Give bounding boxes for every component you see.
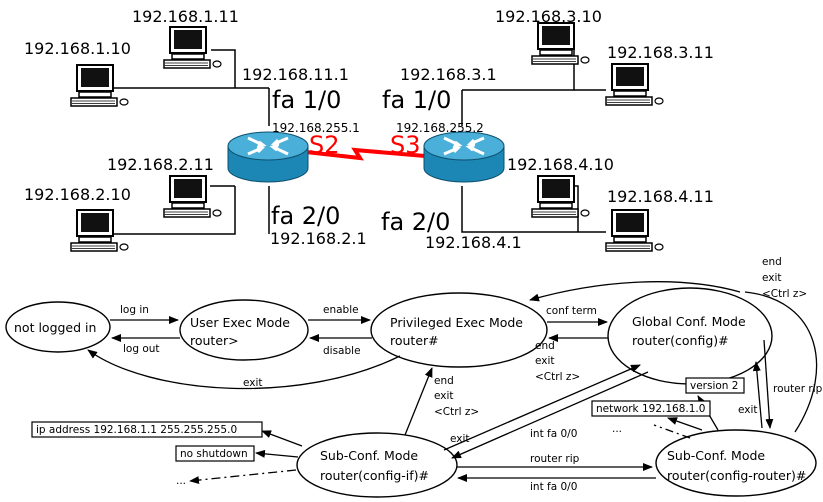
state-privileged-exec xyxy=(370,292,548,368)
interface-ip: 192.168.4.1 xyxy=(425,233,522,252)
transition-label: int fa 0/0 xyxy=(530,428,577,440)
host-ip: 192.168.2.10 xyxy=(24,185,131,204)
command-arrow xyxy=(189,469,297,485)
transition-label: log out xyxy=(123,343,160,355)
command-text: ... xyxy=(612,423,622,435)
command-text: no shutdown xyxy=(180,448,248,460)
interface-label: fa 1/0 xyxy=(382,86,451,114)
command-arrow xyxy=(653,424,691,439)
state-sub-conf-router xyxy=(655,429,817,497)
command-text: ip address 192.168.1.1 255.255.255.0 xyxy=(36,424,237,436)
host-ip: 192.168.2.11 xyxy=(107,155,214,174)
command-box xyxy=(31,421,263,438)
pc-icon xyxy=(531,175,590,218)
state-label: router(config-router)# xyxy=(667,468,806,483)
pc-icon xyxy=(605,209,664,252)
transition-label: exit xyxy=(738,404,758,416)
transition-arrow xyxy=(752,361,763,429)
pc-icon xyxy=(605,63,664,106)
state-label: router(config-if)# xyxy=(320,468,429,483)
transition-label: end xyxy=(535,340,555,352)
transition-label: end xyxy=(434,375,454,387)
command-box xyxy=(685,377,745,394)
transition-arrow xyxy=(404,367,433,436)
transition-label: conf term xyxy=(546,305,597,317)
pc-icon xyxy=(70,64,129,107)
state-label: Global Conf. Mode xyxy=(632,314,746,329)
pc-icon xyxy=(531,22,590,65)
transition-label: exit xyxy=(535,355,555,367)
state-sub-conf-if xyxy=(296,432,458,498)
host-ip: 192.168.4.11 xyxy=(607,187,714,206)
command-arrow xyxy=(255,449,299,458)
host-ip: 192.168.4.10 xyxy=(507,155,614,174)
transition-arrow xyxy=(87,349,401,390)
state-label: Privileged Exec Mode xyxy=(390,315,523,330)
transition-label: enable xyxy=(323,304,359,316)
transition-arrow xyxy=(443,364,641,451)
router-icon xyxy=(422,130,506,184)
transition-arrow xyxy=(451,371,649,459)
host-ip: 192.168.1.10 xyxy=(24,39,131,58)
transition-label: exit xyxy=(243,377,263,389)
host-ip: 192.168.1.11 xyxy=(132,7,239,26)
transition-label: exit xyxy=(762,272,782,284)
host-ip: 192.168.3.10 xyxy=(495,7,602,26)
transition-label: log in xyxy=(120,304,149,316)
state-label: router> xyxy=(190,333,239,348)
interface-label: fa 1/0 xyxy=(272,86,341,114)
command-arrow xyxy=(261,430,303,447)
transition-label: router rip xyxy=(773,383,823,395)
pc-icon xyxy=(163,175,222,218)
state-label: router# xyxy=(390,333,439,348)
transition-label: <Ctrl z> xyxy=(434,406,479,418)
command-box xyxy=(175,445,255,462)
command-text: version 2 xyxy=(690,380,738,392)
transition-label: int fa 0/0 xyxy=(530,481,577,493)
command-arrow xyxy=(667,417,703,431)
interface-label: fa 2/0 xyxy=(381,208,450,236)
transition-label: router rip xyxy=(530,453,580,465)
serial-ip: 192.168.255.1 xyxy=(272,121,360,135)
transition-label: <Ctrl z> xyxy=(535,371,580,383)
state-label: not logged in xyxy=(14,320,96,335)
host-ip: 192.168.3.11 xyxy=(607,43,714,62)
state-not-logged-in xyxy=(5,301,111,353)
router-icon xyxy=(226,130,310,184)
transition-arrow xyxy=(529,281,741,302)
command-text: ... xyxy=(176,475,186,487)
state-label: Sub-Conf. Mode xyxy=(667,448,765,463)
serial-label: S2 xyxy=(309,131,340,159)
transition-arrow xyxy=(763,339,774,429)
transition-arrow xyxy=(744,291,818,433)
command-box xyxy=(591,400,711,417)
state-label: router(config)# xyxy=(632,333,729,348)
transition-label: exit xyxy=(434,390,454,402)
interface-ip: 192.168.2.1 xyxy=(270,229,367,248)
interface-label: fa 2/0 xyxy=(271,202,340,230)
transition-label: <Ctrl z> xyxy=(762,288,807,300)
transition-label: end xyxy=(762,256,782,268)
transition-label: exit xyxy=(450,433,470,445)
state-user-exec xyxy=(179,299,309,361)
pc-icon xyxy=(70,209,129,252)
state-label: Sub-Conf. Mode xyxy=(320,448,418,463)
serial-label: S3 xyxy=(390,131,421,159)
transition-label: disable xyxy=(323,345,361,357)
pc-icon xyxy=(163,26,222,69)
interface-ip: 192.168.11.1 xyxy=(242,65,349,84)
command-text: network 192.168.1.0 xyxy=(596,403,705,415)
interface-ip: 192.168.3.1 xyxy=(400,65,497,84)
serial-ip: 192.168.255.2 xyxy=(396,121,484,135)
state-label: User Exec Mode xyxy=(190,315,290,330)
serial-link xyxy=(305,147,426,161)
